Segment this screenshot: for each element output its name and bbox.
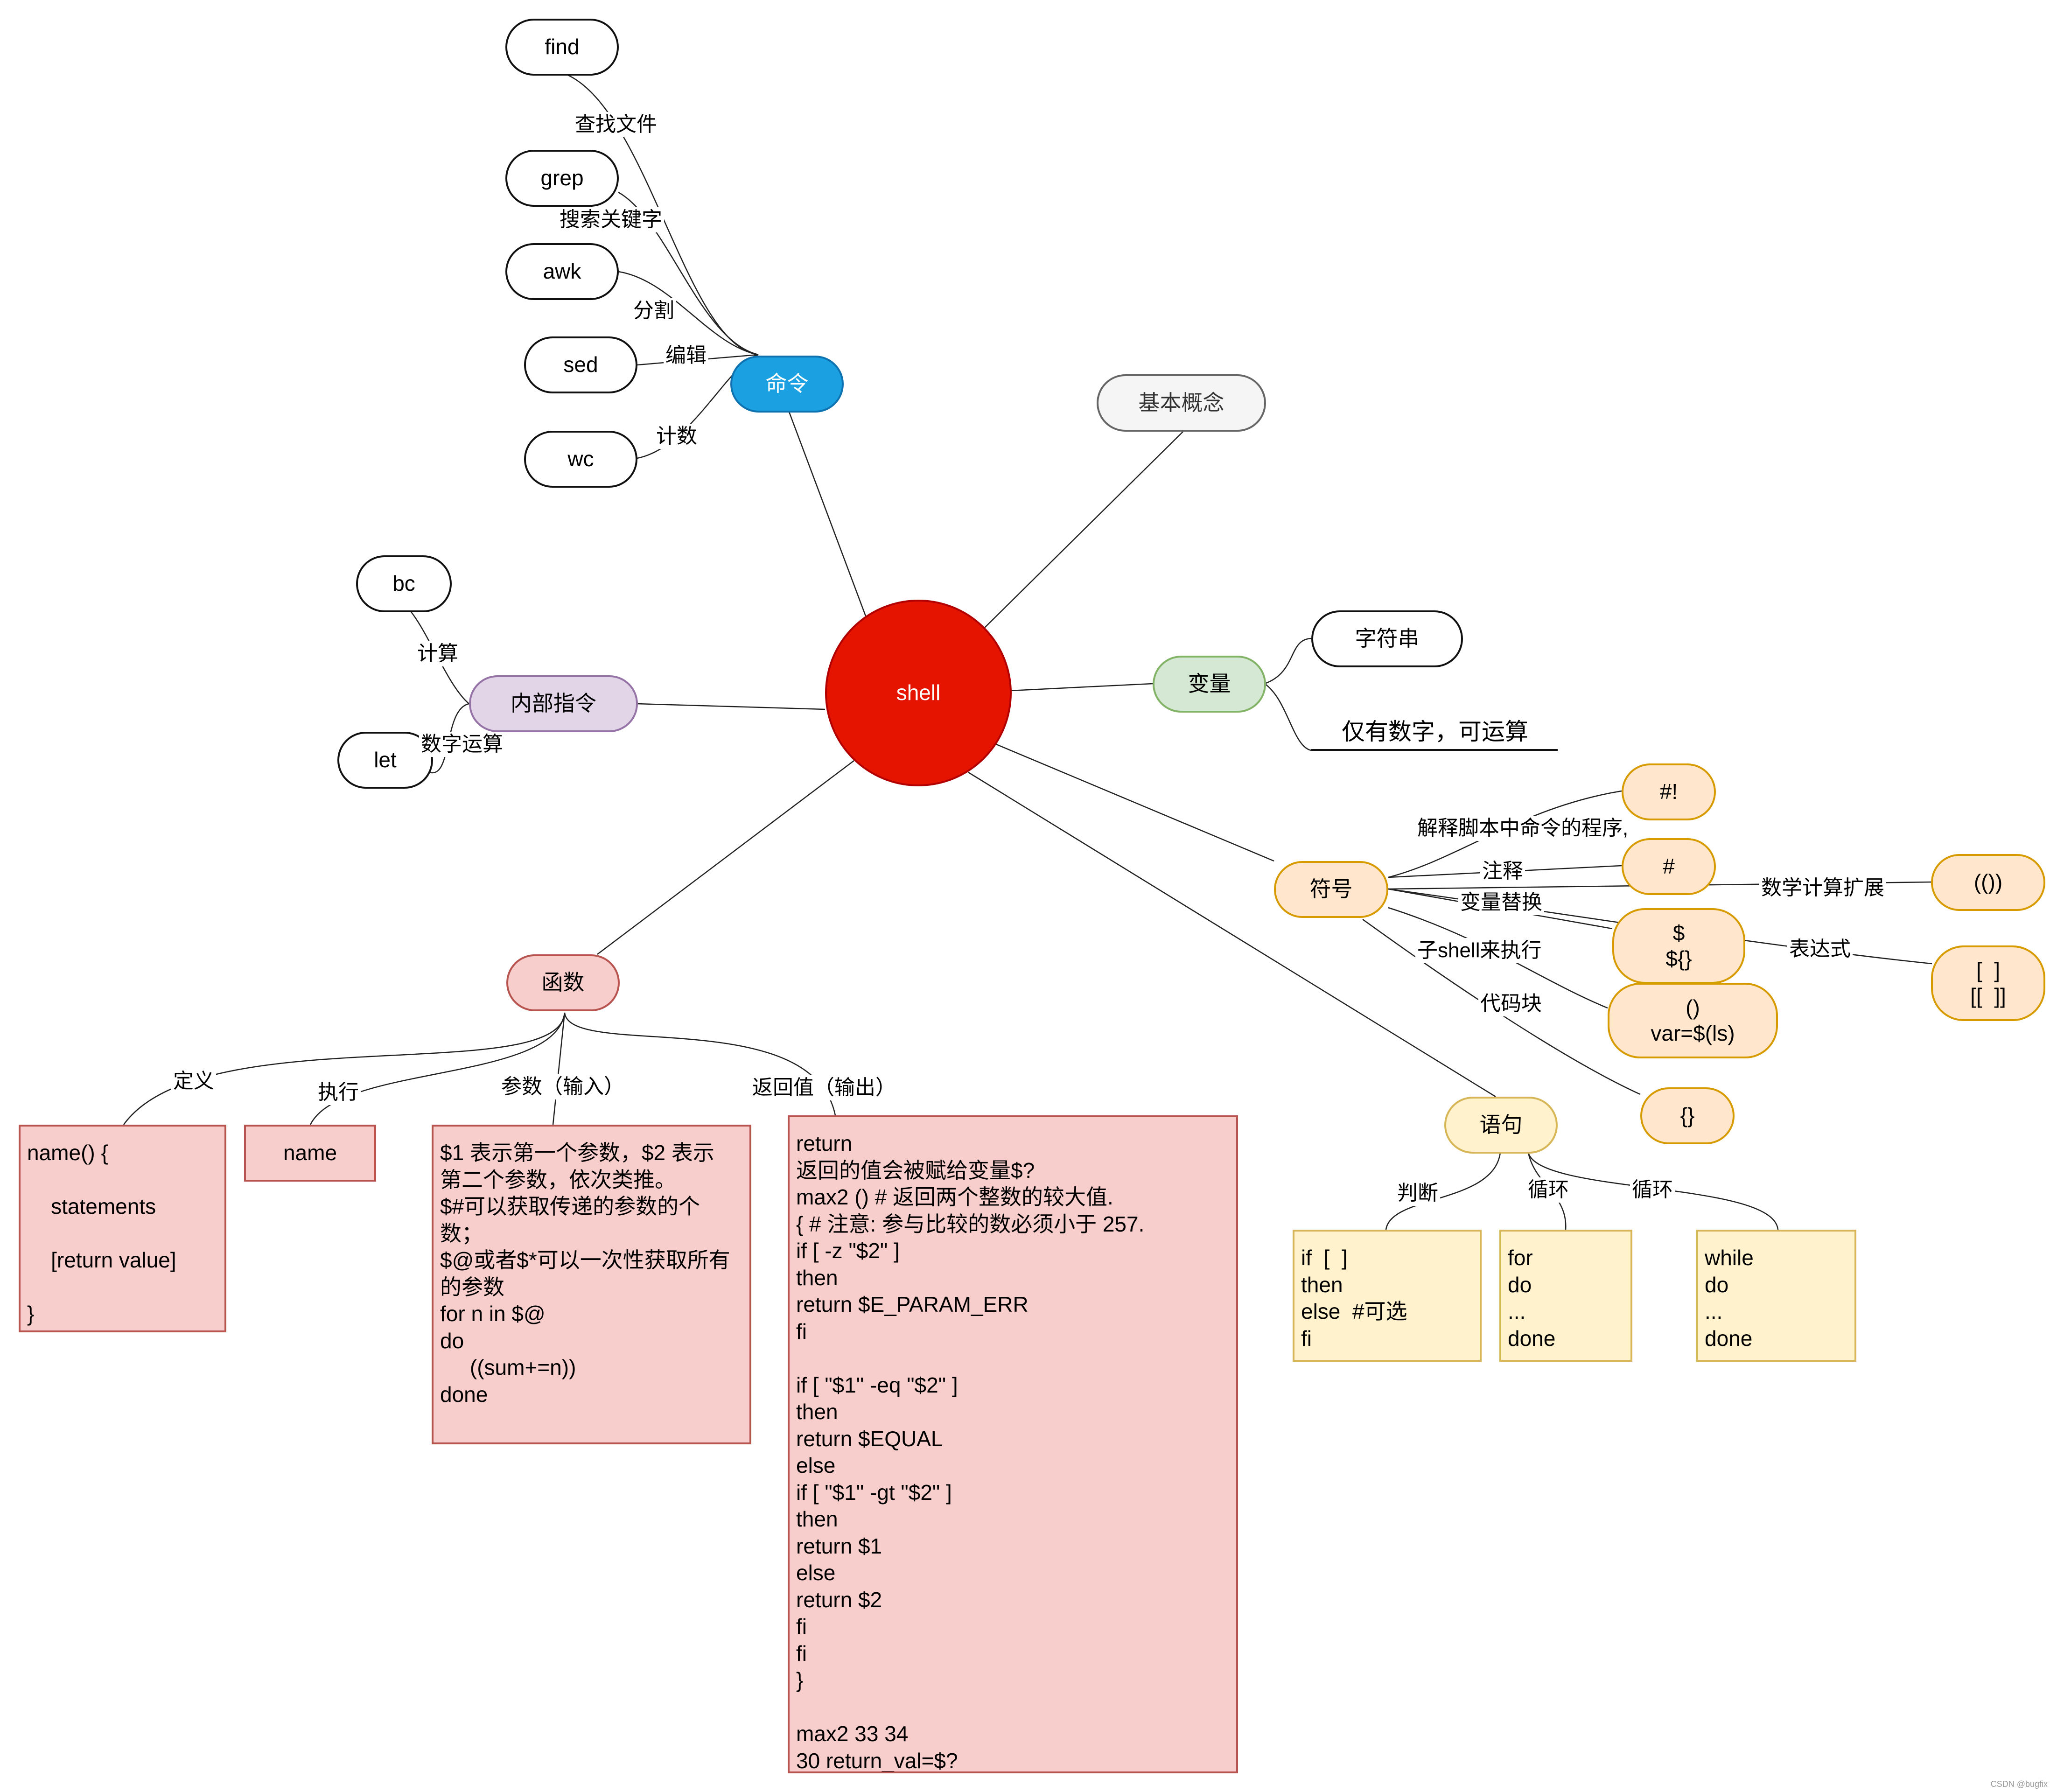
branch-builtins[interactable]: 内部指令 bbox=[469, 675, 638, 732]
edge-codeblock bbox=[1362, 918, 1641, 1095]
edge-label-while: 循环 bbox=[1630, 1177, 1675, 1203]
edge-label-wc: 计数 bbox=[654, 424, 699, 449]
symbol-subshell[interactable]: () var=$(ls) bbox=[1608, 983, 1778, 1058]
symbol-hash[interactable]: # bbox=[1622, 838, 1716, 895]
edge-label-def: 定义 bbox=[171, 1069, 216, 1094]
edge-label-math: 数学计算扩展 bbox=[1759, 875, 1886, 901]
edge-string bbox=[1264, 637, 1312, 685]
edge-label-for: 循环 bbox=[1526, 1177, 1571, 1203]
edge-label-codeblock: 代码块 bbox=[1478, 991, 1544, 1016]
edge-label-if: 判断 bbox=[1395, 1181, 1440, 1206]
symbol-code-block[interactable]: {} bbox=[1640, 1087, 1735, 1144]
branch-statements[interactable]: 语句 bbox=[1444, 1097, 1558, 1154]
edge-label-params: 参数（输入） bbox=[499, 1074, 626, 1099]
symbol-math-expansion[interactable]: (()) bbox=[1931, 854, 2045, 911]
branch-functions[interactable]: 函数 bbox=[506, 954, 620, 1011]
command-awk[interactable]: awk bbox=[505, 243, 619, 300]
branch-variables[interactable]: 变量 bbox=[1153, 656, 1266, 713]
variable-number-underline bbox=[1311, 749, 1558, 751]
edge-root-concepts bbox=[984, 431, 1183, 628]
function-return-box: return 返回的值会被赋给变量$? max2 () # 返回两个整数的较大值… bbox=[788, 1115, 1238, 1773]
branch-concepts[interactable]: 基本概念 bbox=[1097, 374, 1266, 432]
edge-number bbox=[1264, 683, 1312, 751]
edge-params bbox=[552, 1012, 566, 1125]
edge-root-variables bbox=[1010, 683, 1153, 692]
command-sed[interactable]: sed bbox=[524, 336, 637, 393]
edge-root-builtins bbox=[637, 703, 826, 710]
symbol-variable-substitution[interactable]: $ ${} bbox=[1612, 908, 1745, 984]
builtin-let[interactable]: let bbox=[337, 732, 433, 789]
symbol-test-expression[interactable]: [ ] [[ ]] bbox=[1931, 945, 2045, 1021]
command-grep[interactable]: grep bbox=[505, 150, 619, 207]
command-wc[interactable]: wc bbox=[524, 431, 637, 488]
edge-label-find: 查找文件 bbox=[573, 112, 659, 137]
edge-label-bc: 计算 bbox=[415, 641, 460, 666]
edge-label-dollar: 变量替换 bbox=[1458, 890, 1544, 915]
command-find[interactable]: find bbox=[505, 19, 619, 76]
function-exec-box: name bbox=[244, 1125, 376, 1182]
edge-label-return: 返回值（输出） bbox=[750, 1075, 898, 1100]
root-node-shell[interactable]: shell bbox=[825, 600, 1012, 786]
edge-root-commands bbox=[788, 410, 867, 616]
statement-while-box: while do ... done bbox=[1696, 1230, 1856, 1362]
variable-number[interactable]: 仅有数字，可运算 bbox=[1342, 719, 1528, 745]
edge-label-subshell: 子shell来执行 bbox=[1415, 938, 1544, 963]
statement-for-box: for do ... done bbox=[1499, 1230, 1632, 1362]
edge-root-statements bbox=[968, 771, 1496, 1098]
edge-label-grep: 搜索关键字 bbox=[558, 207, 664, 232]
edge-awk bbox=[618, 271, 759, 356]
edge-root-functions bbox=[597, 760, 854, 955]
watermark: CSDN @bugfix bbox=[1990, 1779, 2048, 1789]
variable-string[interactable]: 字符串 bbox=[1311, 610, 1463, 667]
edge-label-let: 数字运算 bbox=[419, 732, 505, 757]
statement-if-box: if [ ] then else #可选 fi bbox=[1293, 1230, 1482, 1362]
branch-commands[interactable]: 命令 bbox=[730, 356, 844, 413]
branch-symbols[interactable]: 符号 bbox=[1274, 861, 1388, 918]
edge-if bbox=[1385, 1152, 1501, 1230]
edge-exec bbox=[309, 1012, 566, 1125]
function-definition-box: name() { statements [return value] } bbox=[19, 1125, 226, 1332]
edge-label-hash: 注释 bbox=[1480, 859, 1525, 884]
edge-label-exec: 执行 bbox=[316, 1080, 361, 1105]
edge-label-shebang: 解释脚本中命令的程序, bbox=[1415, 816, 1630, 841]
symbol-shebang[interactable]: #! bbox=[1622, 763, 1716, 820]
edge-label-awk: 分割 bbox=[631, 298, 676, 323]
edge-label-brackets: 表达式 bbox=[1787, 937, 1853, 962]
edge-root-symbols bbox=[996, 743, 1274, 862]
builtin-bc[interactable]: bc bbox=[356, 555, 452, 612]
function-params-box: $1 表示第一个参数，$2 表示 第二个参数，依次类推。 $#可以获取传递的参数… bbox=[432, 1125, 751, 1444]
edge-label-sed: 编辑 bbox=[664, 343, 708, 368]
